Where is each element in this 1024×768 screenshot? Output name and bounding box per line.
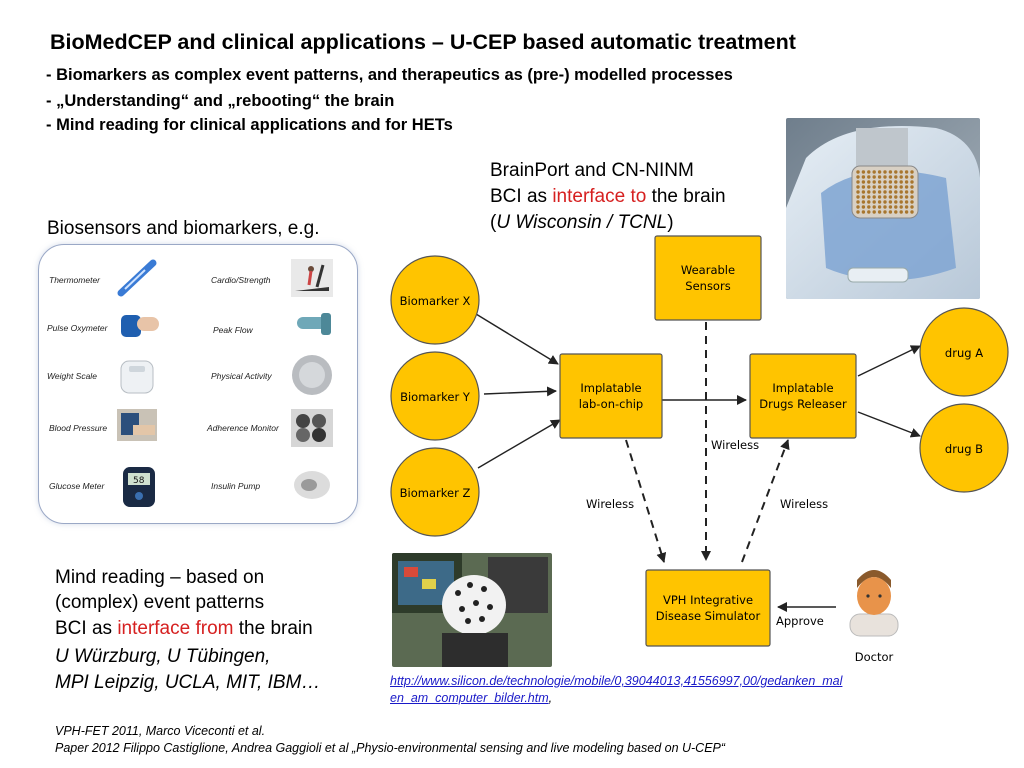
wireless-label-center: Wireless bbox=[711, 438, 759, 452]
label-peak-flow: Peak Flow bbox=[213, 325, 253, 335]
adherence-monitor-icon bbox=[291, 409, 333, 447]
footer-reference-1: VPH-FET 2011, Marco Viceconti et al. bbox=[55, 724, 266, 738]
brainport-bci-line: BCI as interface to the brain bbox=[490, 184, 726, 209]
node-biomarker-z: Biomarker Z bbox=[390, 447, 480, 537]
interface-from-text: interface from bbox=[117, 618, 234, 639]
brainport-bci-suffix: the brain bbox=[646, 186, 726, 207]
brainport-source: U Wisconsin / TCNL bbox=[496, 212, 668, 233]
label-insulin-pump: Insulin Pump bbox=[211, 481, 261, 491]
mind-reading-line2: (complex) event patterns bbox=[55, 592, 265, 613]
glucose-reading: 58 bbox=[133, 476, 145, 486]
mind-reading-institutions1: U Würzburg, U Tübingen, bbox=[55, 646, 271, 667]
label-weight-scale: Weight Scale bbox=[47, 371, 97, 381]
wireless-label-right: Wireless bbox=[780, 497, 828, 511]
insulin-pump-icon bbox=[294, 471, 330, 499]
label-cardio-strength: Cardio/Strength bbox=[211, 275, 271, 285]
drug-a-label: drug A bbox=[945, 346, 983, 360]
edge-biomarker-y-to-lab bbox=[483, 386, 557, 397]
biosensor-panel: Thermometer Pulse Oxymeter Weight Scale … bbox=[38, 244, 358, 524]
weight-scale-icon bbox=[120, 360, 154, 394]
interface-to-text: interface to bbox=[552, 186, 647, 207]
bullet-mind-reading: - Mind reading for clinical applications… bbox=[46, 116, 453, 134]
treadmill-icon bbox=[291, 259, 333, 297]
thermometer-icon bbox=[117, 259, 157, 297]
bullet-biomarkers: - Biomarkers as complex event patterns, … bbox=[46, 66, 733, 84]
label-glucose-meter: Glucose Meter bbox=[49, 481, 105, 491]
footer-reference-2: Paper 2012 Filippo Castiglione, Andrea G… bbox=[55, 741, 726, 755]
source-link-line2: en_am_computer_bilder.htm bbox=[390, 691, 549, 705]
source-link[interactable]: http://www.silicon.de/technologie/mobile… bbox=[390, 674, 842, 705]
wearable-label-1: Wearable bbox=[681, 263, 735, 277]
blood-pressure-icon bbox=[117, 409, 157, 441]
wearable-label-2: Sensors bbox=[685, 279, 730, 293]
node-biomarker-x: Biomarker X bbox=[390, 255, 480, 345]
node-lab-on-chip: Implatable lab-on-chip bbox=[559, 353, 663, 439]
node-biomarker-z-label: Biomarker Z bbox=[400, 486, 471, 500]
label-pulse-oxymeter: Pulse Oxymeter bbox=[47, 323, 108, 333]
bullet-brain: - „Understanding“ and „rebooting“ the br… bbox=[46, 92, 395, 110]
edge-biomarker-x-to-lab bbox=[475, 313, 559, 365]
doctor-label: Doctor bbox=[855, 650, 894, 664]
mind-reading-institutions2: MPI Leipzig, UCLA, MIT, IBM… bbox=[55, 672, 321, 693]
slide-title: BioMedCEP and clinical applications – U-… bbox=[50, 30, 796, 54]
link-suffix: , bbox=[548, 691, 553, 705]
approve-label: Approve bbox=[776, 614, 824, 628]
edge-biomarker-z-to-lab bbox=[477, 419, 561, 469]
wireless-label-left: Wireless bbox=[586, 497, 634, 511]
mind-reading-line1: Mind reading – based on bbox=[55, 567, 265, 588]
doctor-icon bbox=[849, 570, 899, 637]
brainport-device-photo bbox=[786, 118, 980, 299]
biosensors-heading: Biosensors and biomarkers, e.g. bbox=[47, 218, 320, 239]
vph-label-1: VPH Integrative bbox=[663, 593, 753, 607]
node-drug-b: drug B bbox=[919, 403, 1009, 493]
mind-reading-bci-line: BCI as interface from the brain bbox=[55, 616, 313, 641]
node-biomarker-y: Biomarker Y bbox=[390, 351, 480, 441]
edge-simulator-to-drugs bbox=[741, 439, 790, 563]
node-wearable-sensors: Wearable Sensors bbox=[654, 235, 762, 321]
edge-drugs-to-drug-a bbox=[857, 345, 921, 377]
label-physical-activity: Physical Activity bbox=[211, 371, 272, 381]
bci-from-suffix: the brain bbox=[233, 618, 313, 639]
activity-monitor-icon bbox=[292, 355, 332, 395]
drug-b-label: drug B bbox=[945, 442, 983, 456]
lab-label-2: lab-on-chip bbox=[579, 397, 644, 411]
treatment-diagram: Biomarker X Biomarker Y Biomarker Z Wear… bbox=[390, 235, 1009, 664]
label-thermometer: Thermometer bbox=[49, 275, 101, 285]
pulse-oximeter-icon bbox=[121, 315, 159, 337]
glucose-meter-icon: 58 bbox=[123, 467, 155, 507]
node-biomarker-x-label: Biomarker X bbox=[400, 294, 471, 308]
drugs-label-2: Drugs Releaser bbox=[759, 397, 847, 411]
eeg-cap-photo bbox=[392, 553, 552, 667]
node-biomarker-y-label: Biomarker Y bbox=[400, 390, 471, 404]
brainport-source-line: (U Wisconsin / TCNL) bbox=[490, 210, 674, 235]
vph-label-2: Disease Simulator bbox=[656, 609, 761, 623]
paren-open: ( bbox=[490, 212, 497, 233]
brainport-heading: BrainPort and CN-NINM bbox=[490, 160, 694, 181]
label-adherence-monitor: Adherence Monitor bbox=[207, 423, 279, 433]
drugs-label-1: Implatable bbox=[772, 381, 833, 395]
source-link-block: http://www.silicon.de/technologie/mobile… bbox=[390, 673, 910, 707]
node-vph-simulator: VPH Integrative Disease Simulator bbox=[645, 569, 771, 647]
edge-drugs-to-drug-b bbox=[857, 411, 921, 438]
brainport-bci-prefix: BCI as bbox=[490, 186, 553, 207]
source-link-line1: http://www.silicon.de/technologie/mobile… bbox=[390, 674, 843, 688]
node-drugs-releaser: Implatable Drugs Releaser bbox=[749, 353, 857, 439]
label-blood-pressure: Blood Pressure bbox=[49, 423, 108, 433]
lab-label-1: Implatable bbox=[580, 381, 641, 395]
edge-lab-to-simulator bbox=[625, 439, 667, 563]
peak-flow-icon bbox=[297, 313, 331, 335]
paren-close: ) bbox=[667, 212, 674, 233]
bci-from-prefix: BCI as bbox=[55, 618, 118, 639]
node-drug-a: drug A bbox=[919, 307, 1009, 397]
